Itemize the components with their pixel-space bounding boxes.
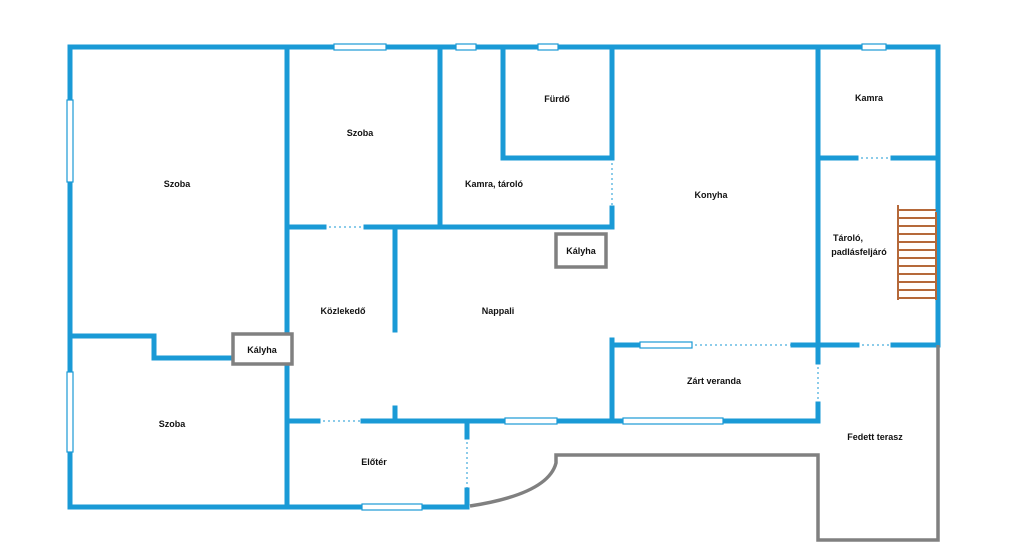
window	[639, 341, 693, 349]
interior-walls	[67, 44, 941, 510]
room-label-furdo: Fürdő	[544, 94, 570, 104]
room-label-szoba: Szoba	[347, 128, 374, 138]
stove-left: Kályha	[231, 332, 294, 366]
window	[537, 43, 559, 51]
stove-center: Kályha	[554, 232, 608, 269]
window	[66, 99, 74, 183]
window	[333, 43, 387, 51]
room-labels: Szoba Szoba Fürdő Kamra, tároló Konyha K…	[159, 93, 904, 467]
terrace-outline	[469, 345, 940, 542]
room-label-szoba: Szoba	[164, 179, 191, 189]
staircase-icon	[897, 205, 937, 300]
window	[861, 43, 887, 51]
room-label-kamra: Kamra	[855, 93, 884, 103]
windows	[66, 43, 887, 511]
window	[66, 371, 74, 453]
room-label-zart-veranda: Zárt veranda	[687, 376, 742, 386]
room-label-tarolo: Tároló,	[833, 233, 863, 243]
window	[504, 417, 558, 425]
window	[361, 503, 423, 511]
stove-label: Kályha	[566, 246, 597, 256]
room-label-eloter: Előtér	[361, 457, 387, 467]
room-label-szoba: Szoba	[159, 419, 186, 429]
stove-label: Kályha	[247, 345, 278, 355]
window	[455, 43, 477, 51]
room-label-konyha: Konyha	[694, 190, 728, 200]
room-label-kamra-tarolo: Kamra, tároló	[465, 179, 524, 189]
window	[622, 417, 724, 425]
room-label-kozlekedo: Közlekedő	[320, 306, 366, 316]
room-label-nappali: Nappali	[482, 306, 515, 316]
room-label-padlasfeljaro: padlásfeljáró	[831, 247, 887, 257]
room-label-fedett-terasz: Fedett terasz	[847, 432, 903, 442]
door-openings	[286, 78, 893, 490]
